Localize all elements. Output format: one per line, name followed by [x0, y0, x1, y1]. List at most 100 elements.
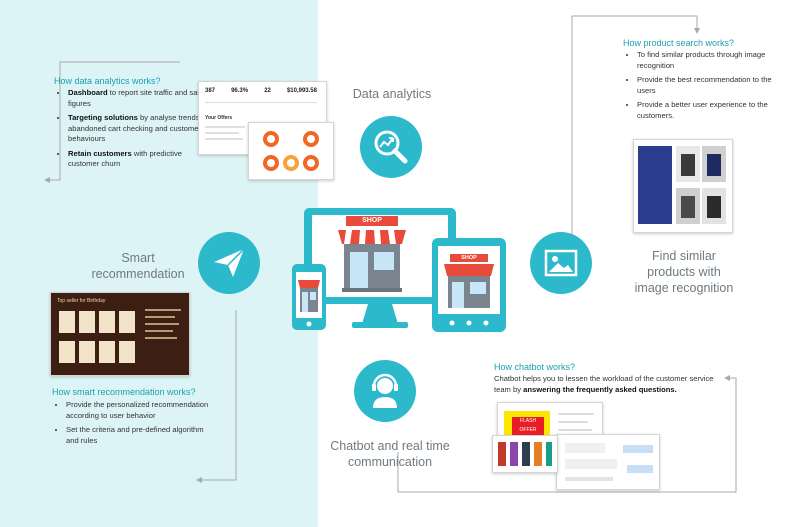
chat-bubble	[565, 443, 605, 453]
product-search-connector	[571, 15, 698, 235]
arrowhead-product-search	[694, 28, 700, 34]
headset-agent-icon	[372, 373, 398, 408]
list-item: Provide a better user experience to the …	[637, 100, 787, 121]
clothing-item	[498, 442, 506, 466]
data-analytics-circle	[360, 116, 422, 178]
label-line: Smart	[121, 251, 155, 265]
paper-plane-icon	[214, 248, 245, 277]
label-line: communication	[347, 455, 433, 469]
product-item	[707, 196, 721, 218]
chat-line	[558, 429, 592, 431]
product-search-label: Find similar products with image recogni…	[614, 248, 754, 296]
chat-line	[558, 413, 594, 415]
analytics-donut-thumbnail	[248, 122, 334, 180]
clothing-item	[546, 442, 552, 466]
recommendation-thumbnail: Top seller for Birthday	[50, 292, 190, 376]
placeholder-line	[205, 126, 245, 128]
chat-line	[558, 421, 588, 423]
analytics-connector	[48, 61, 180, 181]
monitor-shop-sign: SHOP	[362, 217, 382, 224]
menu-line	[145, 309, 181, 311]
recommendation-connector	[200, 310, 237, 481]
product-search-thumbnail	[633, 139, 733, 233]
monitor-shop-icon	[338, 216, 406, 292]
clothing-item	[522, 442, 530, 466]
list-item: Retain customers with predictive custome…	[68, 149, 208, 170]
omnichannel-devices-illustration	[292, 208, 506, 332]
menu-line	[145, 316, 175, 318]
menu-line	[145, 337, 177, 339]
product-card	[79, 341, 95, 363]
chatbot-circle	[354, 360, 416, 422]
tablet-shop-icon	[444, 254, 494, 308]
monitor-base	[352, 322, 408, 328]
list-item: To find similar products through image r…	[637, 50, 787, 71]
recommendation-bullets: Provide the personalized recommendation …	[52, 400, 216, 450]
recommendation-heading: How smart recommendation works?	[52, 387, 196, 397]
chatbot-thumbnail-front	[556, 434, 660, 490]
arrowhead-analytics	[44, 177, 50, 183]
product-item	[681, 154, 695, 176]
chat-bubble	[565, 459, 617, 469]
label-line: image recognition	[634, 281, 734, 295]
list-item: Targeting solutions by analyse trends, a…	[68, 113, 208, 145]
product-item	[707, 154, 721, 176]
label-line: Chatbot and real time	[330, 439, 450, 453]
label-line: Find similar	[652, 249, 716, 263]
product-card	[119, 311, 135, 333]
flash-offer-text: FLASH OFFER	[512, 417, 544, 435]
recommendation-thumb-title: Top seller for Birthday	[57, 298, 106, 304]
list-item: Provide the best recommendation to the u…	[637, 75, 787, 96]
stat-value: 96.3%	[231, 88, 249, 94]
stat-value: 22	[264, 88, 271, 94]
image-icon	[544, 249, 578, 277]
product-card	[119, 341, 135, 363]
product-item	[681, 196, 695, 218]
model-photo	[638, 146, 672, 224]
donut-charts	[263, 131, 319, 171]
tablet-shop-sign: SHOP	[461, 255, 477, 261]
product-search-bullets: To find similar products through image r…	[623, 50, 787, 125]
smart-recommendation-label: Smart recommendation	[80, 250, 196, 282]
arrowhead-chatbot	[724, 375, 730, 381]
search-chart-icon	[374, 130, 408, 164]
chat-line	[565, 477, 613, 481]
list-item: Dashboard to report site traffic and sal…	[68, 88, 208, 109]
smart-recommendation-circle	[198, 232, 260, 294]
list-item: Set the criteria and pre-defined algorit…	[66, 425, 216, 446]
monitor-stand	[362, 304, 398, 324]
stat-value: 387	[205, 88, 216, 94]
chat-bubble-user	[623, 445, 653, 453]
label-line: recommendation	[91, 267, 185, 281]
chat-bubble-user	[627, 465, 653, 473]
divider	[205, 102, 317, 103]
chatbot-clothing-thumbnail	[492, 435, 558, 473]
product-card	[59, 311, 75, 333]
menu-line	[145, 323, 179, 325]
analytics-heading: How data analytics works?	[54, 76, 161, 86]
product-card	[59, 341, 75, 363]
analytics-bullets: Dashboard to report site traffic and sal…	[54, 88, 208, 174]
stat-value: $10,993.58	[286, 88, 317, 94]
data-analytics-label: Data analytics	[352, 87, 432, 101]
product-card	[99, 311, 115, 333]
offers-title: Your Offers	[205, 115, 233, 121]
product-card	[99, 341, 115, 363]
chatbot-heading: How chatbot works?	[494, 362, 576, 372]
product-search-heading: How product search works?	[623, 38, 735, 48]
phone-shop-icon	[298, 280, 320, 312]
clothing-item	[534, 442, 542, 466]
product-card	[79, 311, 95, 333]
label-line: products with	[647, 265, 721, 279]
chatbot-label: Chatbot and real time communication	[316, 438, 464, 470]
placeholder-line	[205, 138, 243, 140]
dashboard-stats-row: 387 96.3% 22 $10,993.58	[205, 88, 317, 106]
clothing-item	[510, 442, 518, 466]
chatbot-connector	[397, 377, 737, 493]
placeholder-line	[205, 132, 239, 134]
list-item: Provide the personalized recommendation …	[66, 400, 216, 421]
arrowhead-recommendation	[196, 477, 202, 483]
menu-line	[145, 330, 173, 332]
product-search-circle	[530, 232, 592, 294]
